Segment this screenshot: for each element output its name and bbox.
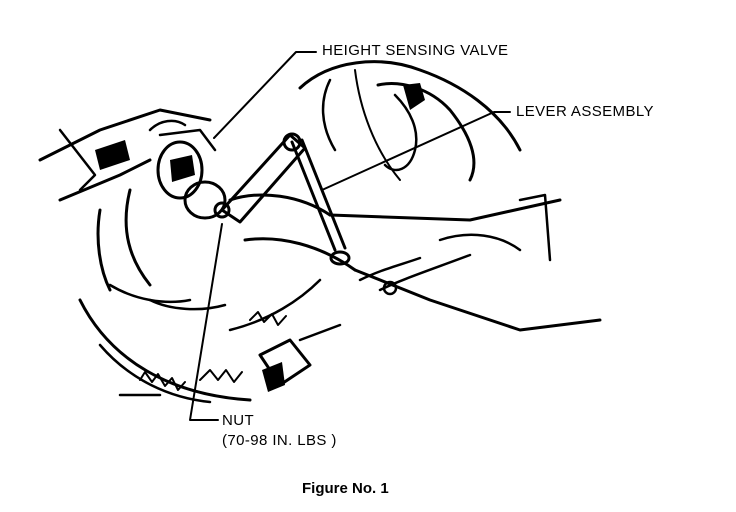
figure-caption: Figure No. 1 [302,480,389,497]
leader-lines [189,51,511,421]
label-height-sensing-valve: HEIGHT SENSING VALVE [322,42,509,59]
leader-height-sensing-valve [213,51,317,139]
brake-lines [228,253,472,332]
frame-rail [38,108,212,292]
leader-nut [189,223,223,421]
ring-gear [78,283,287,404]
leader-lever-assembly [321,111,511,191]
axle-tube [228,193,602,332]
height-sensing-valve-body [156,128,231,220]
label-lever-assembly: LEVER ASSEMBLY [516,103,654,120]
wheel-assembly [298,60,522,182]
label-nut-torque: (70-98 IN. LBS ) [222,432,337,449]
label-nut: NUT [222,412,255,429]
lower-bracket [258,323,342,392]
lever-assembly-part [220,132,351,266]
